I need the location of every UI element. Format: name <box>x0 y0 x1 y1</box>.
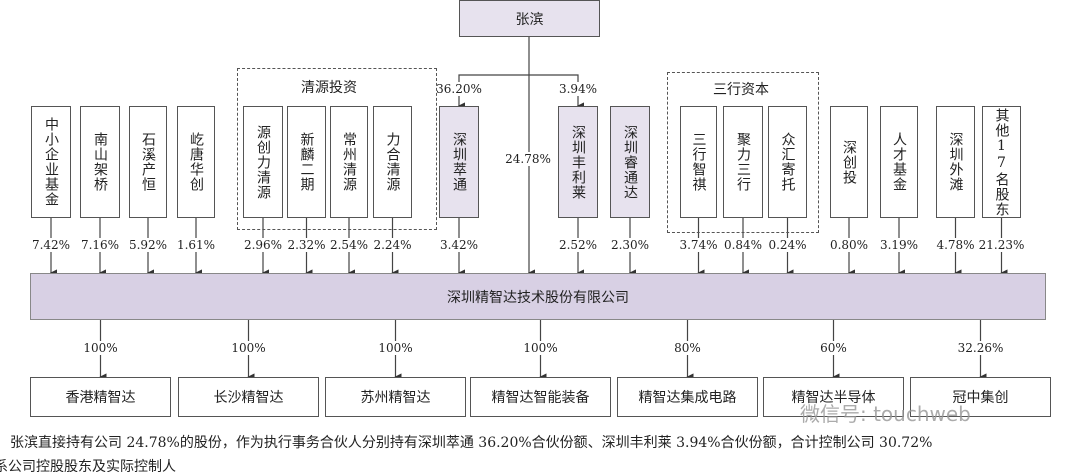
subsidiary-name: 精智达智能装备 <box>491 390 590 406</box>
shareholder-pct: 2.52% <box>557 238 599 252</box>
subsidiary-name: 冠中集创 <box>952 390 1009 406</box>
subsidiary-pct: 60% <box>819 341 848 355</box>
shareholder-pct: 3.74% <box>678 238 719 252</box>
subsidiary-name: 长沙精智达 <box>213 390 284 406</box>
shareholder-name: 新麟二期 <box>298 132 315 192</box>
shareholder-box: 三行智祺 <box>680 106 717 218</box>
shareholder-box: 石溪产恒 <box>129 106 167 218</box>
shareholder-pct: 21.23% <box>977 238 1026 252</box>
shareholder-pct: 4.78% <box>935 238 976 252</box>
shareholder-box: 深圳萃通 <box>439 106 479 218</box>
watermark: 微信号: touchweb <box>800 402 971 426</box>
shareholder-box: 屹唐华创 <box>177 106 215 218</box>
shareholder-name: 其他17名股东 <box>993 107 1010 217</box>
shareholder-name: 中小企业基金 <box>43 117 59 207</box>
shareholder-pct: 2.24% <box>372 238 413 252</box>
subsidiary-pct: 32.26% <box>956 341 1005 355</box>
shareholder-name: 深创投 <box>841 139 857 185</box>
subsidiary-pct: 100% <box>377 341 414 355</box>
shareholder-box: 力合清源 <box>373 106 412 218</box>
shareholder-pct: 3.19% <box>878 238 920 252</box>
company-box: 深圳精智达技术股份有限公司 <box>30 273 1046 320</box>
shareholder-pct: 1.61% <box>175 238 217 252</box>
shareholder-box: 新麟二期 <box>287 106 326 218</box>
shareholder-pct: 3.42% <box>438 238 480 252</box>
shareholder-name: 深圳丰利莱 <box>570 124 586 200</box>
shareholder-name: 众汇寄托 <box>779 132 796 192</box>
company-name: 深圳精智达技术股份有限公司 <box>447 289 629 306</box>
subsidiary-name: 精智达半导体 <box>791 390 876 406</box>
subsidiary-pct: 100% <box>82 341 119 355</box>
subsidiary-box: 冠中集创 <box>910 377 1051 417</box>
subsidiary-box: 苏州精智达 <box>325 377 466 417</box>
subsidiary-box: 精智达半导体 <box>763 377 904 417</box>
shareholder-box: 深创投 <box>830 106 868 218</box>
group-qingyuan-label: 清源投资 <box>298 77 360 97</box>
shareholder-pct: 2.32% <box>286 238 327 252</box>
shareholder-name: 力合清源 <box>384 132 401 192</box>
shareholder-name: 源创力清源 <box>255 124 271 200</box>
shareholder-box: 聚力三行 <box>723 106 763 218</box>
shareholder-pct: 0.84% <box>722 238 764 252</box>
shareholder-box: 其他17名股东 <box>982 106 1021 218</box>
caption-line-1: 张滨直接持有公司 24.78%的股份，作为执行事务合伙人分别持有深圳萃通 36.… <box>10 435 933 451</box>
shareholder-pct: 2.30% <box>609 238 651 252</box>
shareholder-pct: 2.96% <box>242 238 284 252</box>
shareholder-box: 深圳丰利莱 <box>558 106 598 218</box>
shareholder-name: 屹唐华创 <box>188 132 204 192</box>
shareholder-box: 深圳外滩 <box>936 106 975 218</box>
shareholder-name: 深圳外滩 <box>947 132 964 192</box>
group-sanxing-label: 三行资本 <box>710 79 772 99</box>
subsidiary-pct: 80% <box>673 341 702 355</box>
shareholder-name: 石溪产恒 <box>140 132 156 192</box>
shareholder-box: 源创力清源 <box>243 106 283 218</box>
subsidiary-box: 香港精智达 <box>30 377 171 417</box>
shareholder-box: 众汇寄托 <box>768 106 807 218</box>
shareholder-pct: 7.16% <box>79 238 121 252</box>
stake-direct: 24.78% <box>504 152 552 166</box>
group-sanxing <box>667 72 819 233</box>
shareholder-box: 南山架桥 <box>80 106 120 218</box>
subsidiary-box: 精智达集成电路 <box>617 377 758 417</box>
shareholder-pct: 0.24% <box>767 238 808 252</box>
shareholder-name: 三行智祺 <box>690 132 707 192</box>
shareholder-name: 深圳萃通 <box>451 132 467 192</box>
subsidiary-name: 香港精智达 <box>65 390 136 406</box>
shareholder-pct: 2.54% <box>328 238 370 252</box>
shareholder-box: 人才基金 <box>880 106 918 218</box>
shareholder-pct: 5.92% <box>127 238 169 252</box>
shareholder-pct: 7.42% <box>30 238 72 252</box>
stake-fenglilai: 3.94% <box>557 82 599 96</box>
controller-name: 张滨 <box>515 11 544 28</box>
shareholder-box: 深圳睿通达 <box>610 106 650 218</box>
controller-box: 张滨 <box>459 0 600 37</box>
shareholder-box: 中小企业基金 <box>31 106 71 218</box>
stake-cuitong: 36.20% <box>435 82 483 96</box>
subsidiary-name: 苏州精智达 <box>360 390 431 406</box>
shareholder-name: 深圳睿通达 <box>622 124 638 200</box>
subsidiary-box: 长沙精智达 <box>178 377 319 417</box>
subsidiary-pct: 100% <box>522 341 559 355</box>
subsidiary-pct: 100% <box>230 341 267 355</box>
shareholder-box: 常州清源 <box>330 106 368 218</box>
shareholder-name: 南山架桥 <box>92 132 108 192</box>
group-qingyuan <box>237 68 437 230</box>
shareholder-name: 常州清源 <box>341 132 357 192</box>
shareholder-name: 人才基金 <box>891 132 907 192</box>
subsidiary-name: 精智达集成电路 <box>638 390 737 406</box>
shareholder-pct: 0.80% <box>828 238 870 252</box>
shareholder-name: 聚力三行 <box>735 132 751 192</box>
caption-line-2: 系公司控股股东及实际控制人 <box>0 459 176 472</box>
subsidiary-box: 精智达智能装备 <box>470 377 611 417</box>
